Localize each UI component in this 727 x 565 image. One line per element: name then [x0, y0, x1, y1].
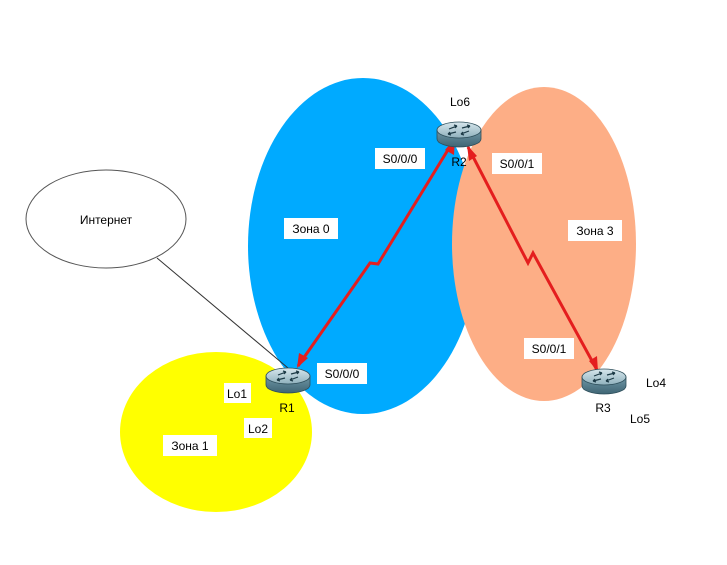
r2-interface-s001: S0/0/1: [500, 157, 535, 171]
loopback-lo2-box: [244, 418, 272, 438]
loopback-lo6: Lo6: [450, 95, 470, 109]
r1-s000-box: [317, 363, 367, 384]
router-r3-name: R3: [595, 401, 611, 415]
serial-link-r1-r2: [296, 139, 456, 367]
r2-interface-s000: S0/0/0: [383, 152, 418, 166]
router-r1-name: R1: [279, 401, 295, 415]
router-icon: [581, 368, 627, 395]
link-endpoint-r1: [297, 353, 308, 368]
router-r1[interactable]: [265, 367, 311, 394]
area-0-label: Зона 0: [292, 222, 330, 236]
loopback-lo4: Lo4: [646, 376, 666, 390]
loopback-lo5: Lo5: [630, 412, 650, 426]
serial-link-r2-r3: [466, 146, 599, 371]
area-3-label-box: [568, 220, 622, 241]
area-1-label-box: [163, 435, 217, 456]
area-3-label: Зона 3: [576, 224, 614, 238]
router-r2[interactable]: [436, 121, 482, 148]
r1-interface-s000: S0/0/0: [325, 367, 360, 381]
router-icon: [265, 367, 311, 394]
r2-s001-box: [492, 153, 542, 174]
r3-s001-box: [524, 338, 574, 359]
area-0-label-box: [284, 218, 338, 239]
link-endpoint-r2-b: [467, 145, 477, 161]
loopback-lo1-box: [224, 383, 251, 403]
link-endpoint-r3: [589, 356, 598, 372]
router-icon: [436, 121, 482, 148]
router-r2-name: R2: [451, 155, 467, 169]
loopback-lo1: Lo1: [227, 387, 247, 401]
area-1-label: Зона 1: [171, 439, 209, 453]
loopback-lo2: Lo2: [248, 422, 268, 436]
router-r3[interactable]: [581, 368, 627, 395]
r2-s000-box: [375, 148, 425, 169]
internet-link: [156, 257, 289, 369]
internet-label: Интернет: [80, 213, 133, 227]
internet-cloud: [25, 169, 187, 269]
r3-interface-s001: S0/0/1: [532, 342, 567, 356]
area-1-region: [120, 352, 312, 512]
